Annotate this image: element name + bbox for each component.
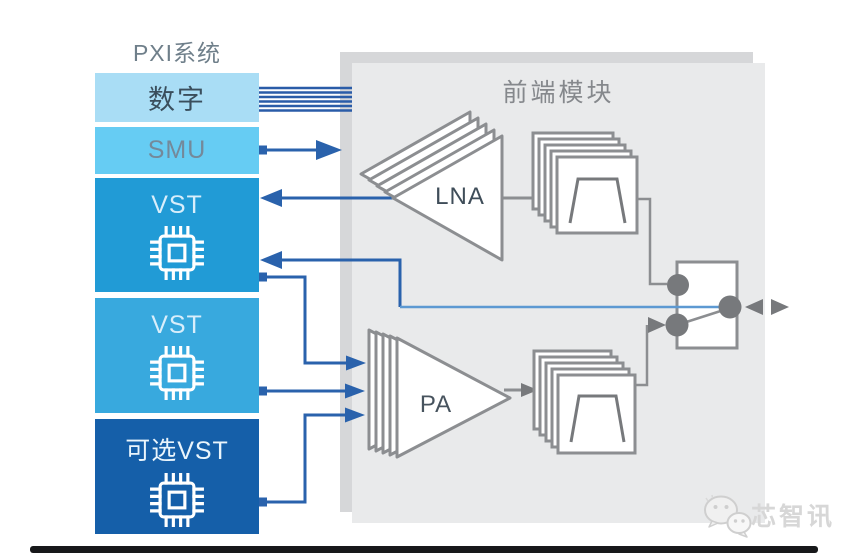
pxi-block-digital: 数字	[95, 73, 259, 122]
lna-to-vst-arrow	[260, 189, 393, 207]
pxi-block-vst-optional: 可选VST	[95, 419, 259, 534]
switch-to-vst-line	[260, 251, 402, 307]
smu-arrow	[258, 140, 342, 160]
chip-icon	[148, 224, 206, 282]
pxi-system-title: PXI系统	[132, 40, 222, 66]
tx-filter-icon	[532, 349, 637, 455]
bottom-progress-bar	[30, 546, 818, 553]
lna-label: LNA	[435, 183, 485, 210]
antenna-switch-icon	[400, 260, 742, 350]
vst1-to-pa-wire	[258, 272, 366, 371]
vst2-to-pa-wire	[258, 383, 365, 399]
pa-amplifier-icon	[367, 328, 512, 459]
chip-icon	[148, 471, 206, 529]
block-label-vst-2: VST	[151, 311, 203, 339]
watermark-text: 芯智讯	[751, 503, 836, 531]
frontend-module-title: 前端模块	[502, 79, 615, 107]
block-label-vst-optional: 可选VST	[125, 437, 229, 465]
block-label-smu: SMU	[147, 136, 207, 164]
tx-filter-to-switch-wire	[635, 317, 666, 387]
block-label-digital: 数字	[148, 85, 206, 115]
wechat-bubbles-icon	[704, 494, 752, 538]
pxi-block-vst-2: VST	[95, 298, 259, 413]
pa-to-filter-arrow	[504, 383, 538, 397]
optional-vst-to-pa-wire	[258, 407, 365, 507]
rx-filter-to-switch-wire	[637, 197, 667, 286]
lna-amplifier-icon	[359, 110, 504, 262]
bidirectional-arrow-icon	[745, 299, 789, 315]
rx-filter-icon	[531, 131, 639, 235]
pa-label: PA	[419, 391, 453, 418]
digital-bus-lines	[259, 86, 352, 112]
block-label-vst-1: VST	[151, 191, 203, 219]
pxi-block-vst-1: VST	[95, 178, 259, 292]
chip-icon	[148, 344, 206, 402]
pxi-block-smu: SMU	[95, 127, 259, 174]
